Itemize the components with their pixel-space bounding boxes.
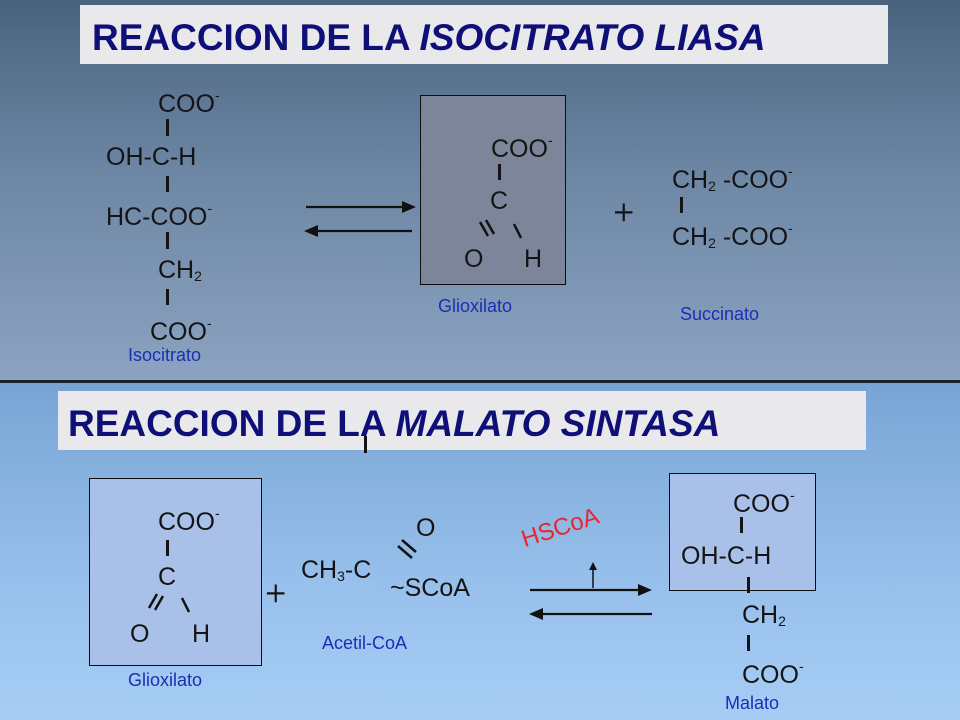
isocitrato-bond-3 xyxy=(166,232,169,249)
glioxilato-bottom-h: H xyxy=(192,620,211,648)
malato-bond-3 xyxy=(747,635,750,651)
succinato-bond xyxy=(680,197,683,213)
isocitrato-bond-1 xyxy=(166,119,169,136)
acetil-label: Acetil-CoA xyxy=(322,633,408,653)
isocitrato-label: Isocitrato xyxy=(128,345,202,365)
glioxilato-bottom-bond xyxy=(166,540,169,556)
glioxilato-box-top xyxy=(420,95,566,285)
succinato-label: Succinato xyxy=(680,304,760,324)
glioxilato-box-bottom xyxy=(89,478,262,666)
hscoa-release-arrow xyxy=(589,562,597,588)
section2-title: REACCION DE LA MALATO SINTASA xyxy=(58,391,866,450)
glioxilato-top-single-bond xyxy=(512,223,523,239)
glioxilato-bottom-c: C xyxy=(158,563,177,591)
glioxilato-bottom-double-bond xyxy=(147,593,165,611)
glioxilato-top-h: H xyxy=(524,245,543,273)
acetil-double-bond xyxy=(397,539,417,559)
glioxilato-bottom-coo: COO- xyxy=(158,505,220,536)
section1-title-italic: ISOCITRATO LIASA xyxy=(419,17,766,58)
malato-c1: COO- xyxy=(733,487,795,518)
glioxilato-top-c: C xyxy=(490,187,509,215)
isocitrato-c4: CH2 xyxy=(158,256,202,284)
section2-title-plain: REACCION DE LA xyxy=(68,403,396,444)
succinato-row-1: CH2 -COO- xyxy=(672,163,793,194)
stray-tick-mark xyxy=(364,436,367,453)
isocitrato-c1: COO- xyxy=(158,87,220,118)
section-divider xyxy=(0,380,960,383)
plus-sign-1: + xyxy=(612,195,636,228)
equilibrium-arrows-1 xyxy=(304,201,416,237)
malato-c3: CH2 xyxy=(742,601,786,629)
acetil-o: O xyxy=(416,514,436,542)
malato-bond-1 xyxy=(740,517,743,533)
malato-label: Malato xyxy=(725,693,780,713)
acetil-ch3-c: CH3-C xyxy=(301,556,372,584)
isocitrato-bond-4 xyxy=(166,289,169,305)
malato-c4: COO- xyxy=(742,658,804,689)
glioxilato-top-o: O xyxy=(464,245,484,273)
glioxilato-top-coo: COO- xyxy=(491,132,553,163)
section1-title: REACCION DE LA ISOCITRATO LIASA xyxy=(80,5,888,64)
malato-bond-2 xyxy=(747,577,750,593)
glioxilato-bottom-o: O xyxy=(130,620,150,648)
equilibrium-arrows-2 xyxy=(529,584,652,620)
glioxilato-top-bond xyxy=(498,164,501,180)
isocitrato-c3: HC-COO- xyxy=(106,200,213,231)
malato-c2: OH-C-H xyxy=(681,542,772,570)
isocitrato-c5: COO- xyxy=(150,315,212,346)
acetil-scoa: ~SCoA xyxy=(390,574,470,602)
isocitrato-bond-2 xyxy=(166,176,169,192)
glioxilato-bottom-single-bond xyxy=(180,597,191,613)
plus-sign-2: + xyxy=(264,576,288,609)
glioxilato-top-label: Glioxilato xyxy=(438,296,513,316)
glioxilato-top-double-bond xyxy=(478,219,496,237)
isocitrato-c2: OH-C-H xyxy=(106,143,197,171)
glioxilato-bottom-label: Glioxilato xyxy=(128,670,203,690)
section1-title-plain: REACCION DE LA xyxy=(92,17,420,58)
succinato-row-2: CH2 -COO- xyxy=(672,220,793,251)
section2-title-italic: MALATO SINTASA xyxy=(395,403,721,444)
